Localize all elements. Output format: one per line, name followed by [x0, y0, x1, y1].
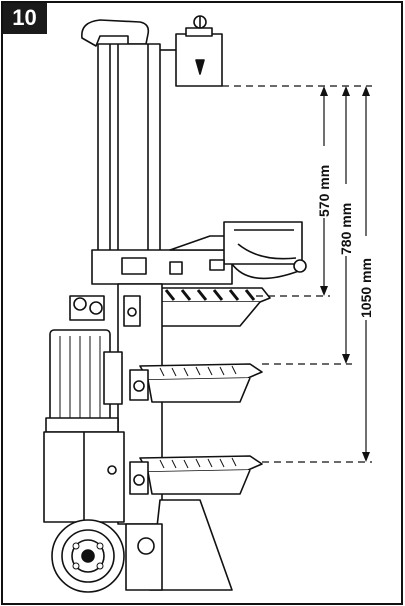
dimension-arrows — [320, 86, 370, 462]
dimension-label-780: 780 mm — [338, 203, 354, 255]
middle-table — [139, 363, 263, 381]
figure-number-badge: 10 — [2, 2, 47, 34]
dimension-label-570: 570 mm — [316, 165, 332, 217]
log-splitter-machine — [43, 15, 307, 593]
control-housing — [91, 249, 233, 285]
main-column — [97, 43, 161, 255]
top-handle — [81, 19, 150, 47]
dimension-label-1050: 1050 mm — [358, 258, 374, 318]
lower-table — [139, 455, 263, 473]
